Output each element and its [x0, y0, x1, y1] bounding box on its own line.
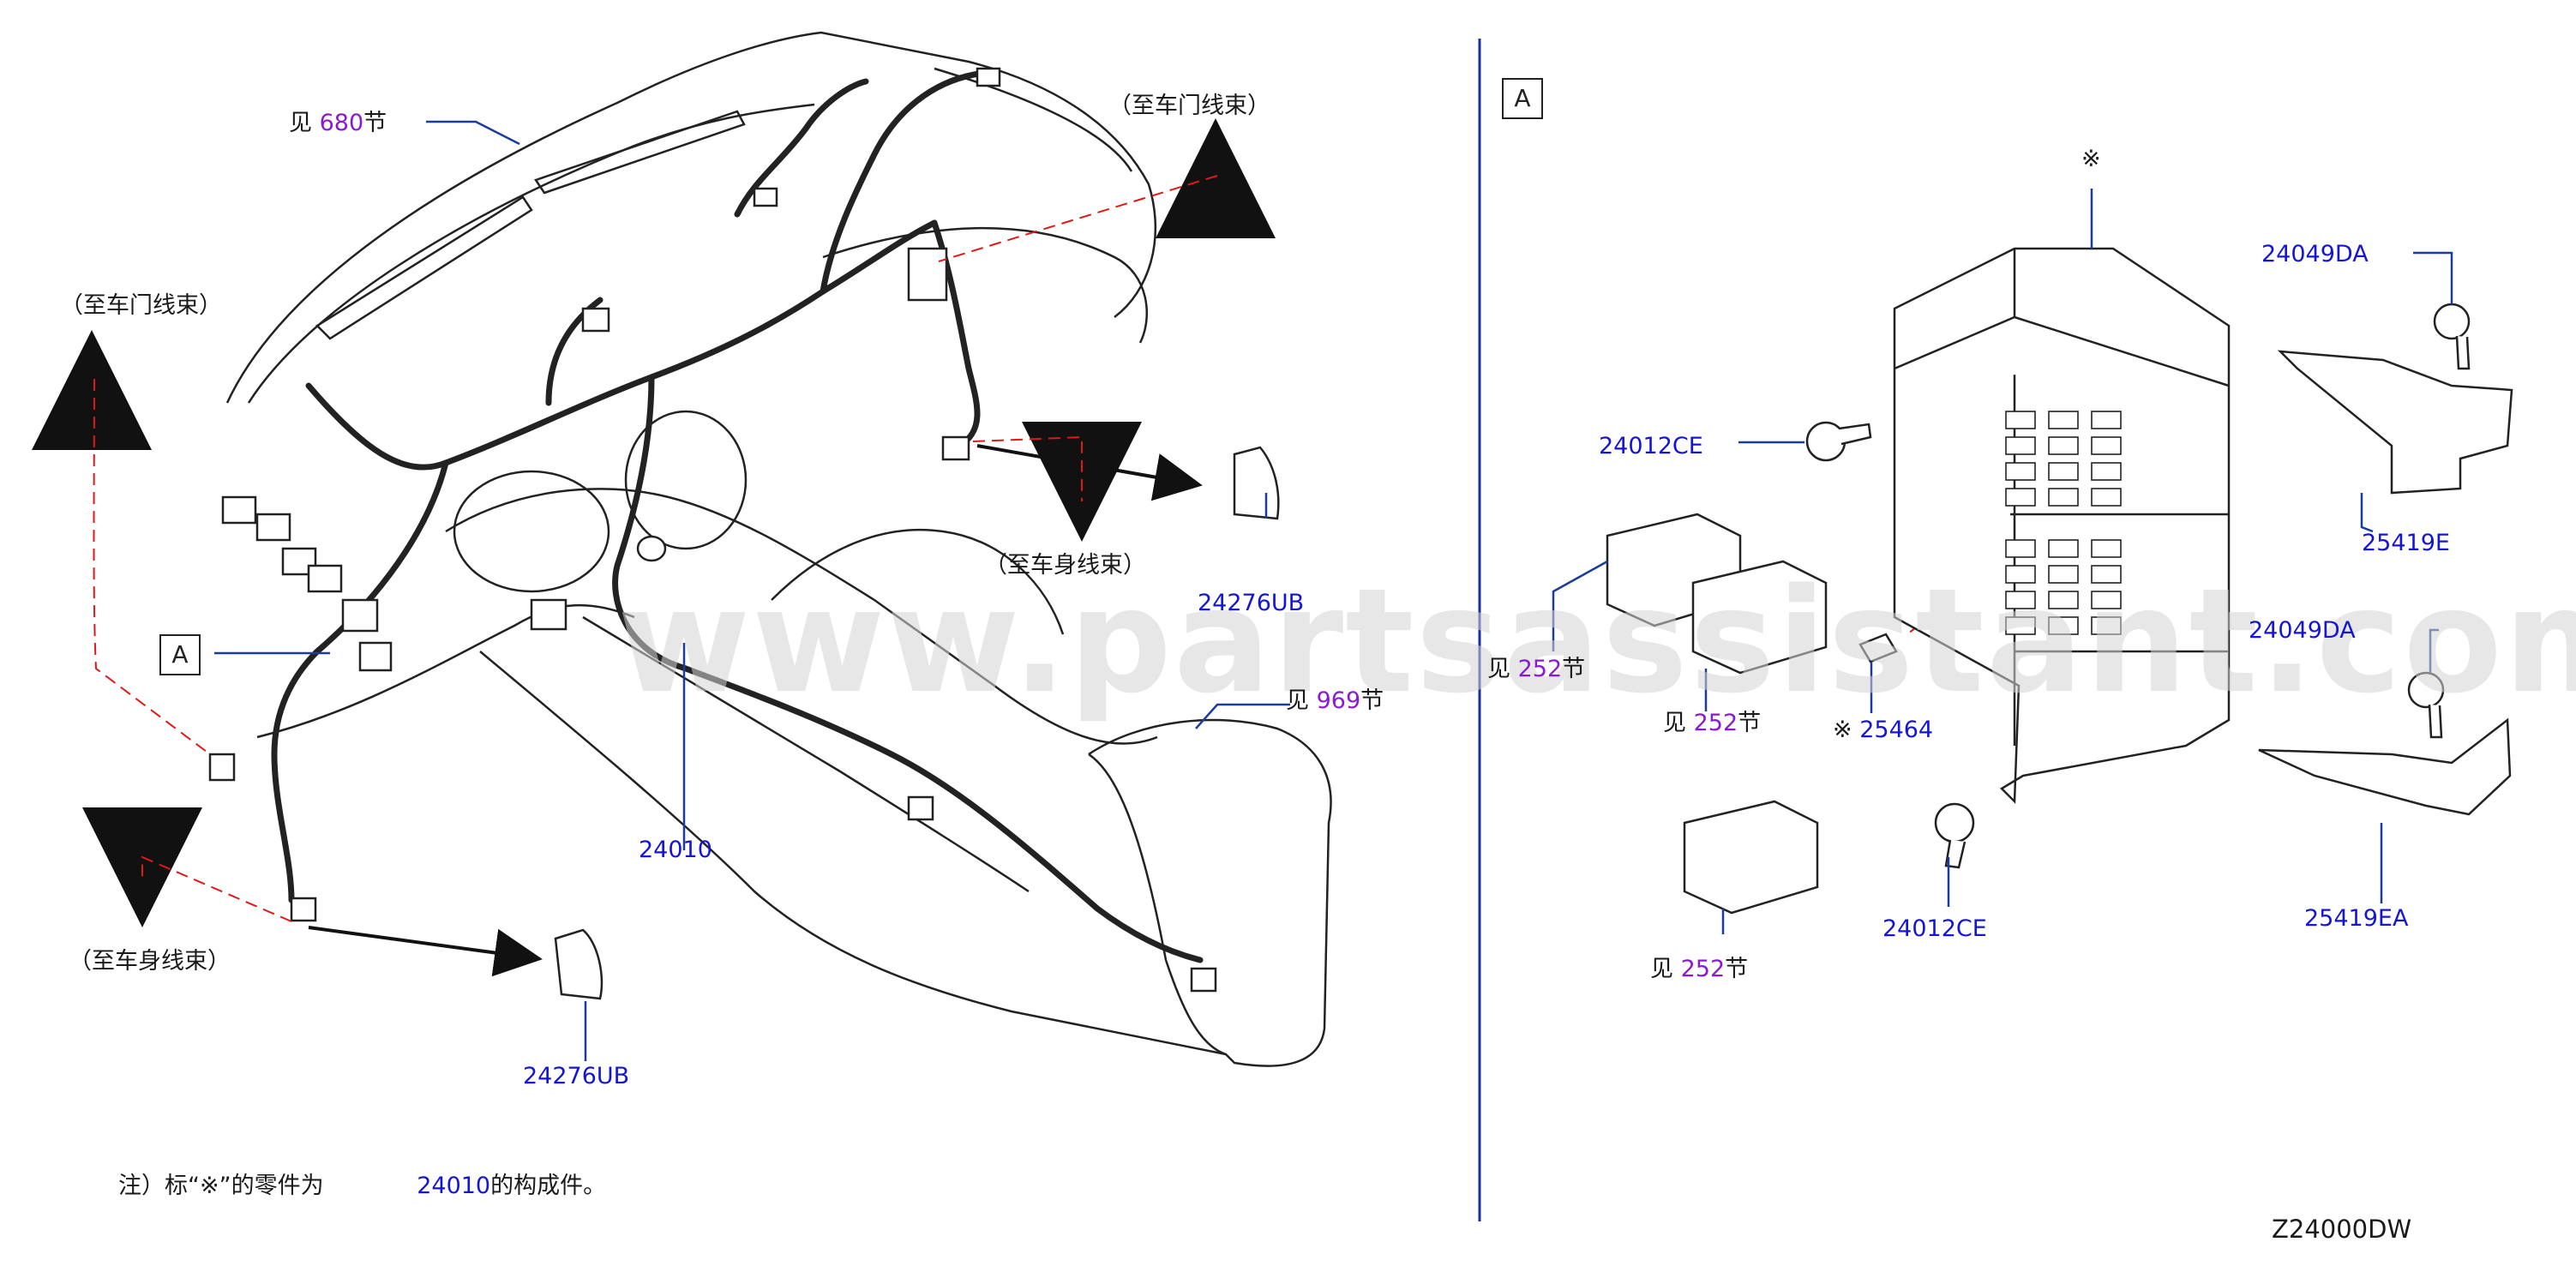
bracket-25419EA[interactable] [2258, 717, 2512, 816]
see-prefix: 见 [289, 110, 312, 136]
relays[interactable] [1606, 513, 1828, 915]
leader-lines-right [1552, 189, 2453, 934]
see-prefix: 见 [1487, 656, 1510, 682]
part-24276UB-right-label[interactable]: 24276UB [1198, 590, 1305, 616]
section-252-a-link[interactable]: 252 [1517, 656, 1563, 682]
section-680-link[interactable]: 680 [319, 110, 364, 136]
watermark: www.partsassistant.com [617, 557, 2576, 725]
note-part-24010-link[interactable]: 24010 [417, 1173, 491, 1199]
part-24276UB-right-shape[interactable] [1233, 446, 1280, 520]
asterisk-mark: ※ [1833, 717, 1852, 743]
see-section-252-c-label: 见 252节 [1650, 957, 1748, 981]
to-door-harness-right-label: （至车门线束） [1108, 93, 1270, 119]
fuse-block[interactable] [1893, 247, 2231, 804]
section-252-c-link[interactable]: 252 [1680, 956, 1726, 982]
note-middle: ”的零件为 [219, 1173, 324, 1199]
part-24010-label[interactable]: 24010 [639, 837, 712, 863]
section-suffix: 节 [1562, 656, 1586, 682]
part-25419E-label[interactable]: 25419E [2362, 530, 2450, 556]
part-24049DA-top-label[interactable]: 24049DA [2261, 241, 2369, 267]
bracket-25419E[interactable] [2277, 350, 2513, 495]
part-24012CE-bottom-label[interactable]: 24012CE [1882, 915, 1987, 942]
leader-lines-left [214, 120, 1290, 1061]
fuse-slots [2005, 411, 2122, 635]
section-252-b-link[interactable]: 252 [1693, 710, 1738, 736]
footer-note: 注）标“※”的零件为 24010的构成件。 [118, 1174, 606, 1197]
dashed-routes-left [93, 175, 1994, 922]
note-symbol: ※ [200, 1173, 219, 1199]
part-25464-fuse-shape[interactable] [1858, 633, 1898, 663]
see-section-252-b-label: 见 252节 [1663, 711, 1761, 735]
harness-connectors [208, 67, 1217, 993]
part-25464-label: ※ 25464 [1833, 718, 1933, 741]
screws[interactable] [1805, 303, 2471, 869]
part-24049DA-bottom-label[interactable]: 24049DA [2249, 617, 2356, 644]
to-body-harness-right-label: （至车身线束） [984, 552, 1146, 579]
part-24012CE-top-label[interactable]: 24012CE [1599, 433, 1703, 459]
left-arrows [31, 118, 1276, 977]
to-door-harness-left-label: （至车门线束） [60, 292, 222, 319]
to-body-harness-left-label: （至车身线束） [69, 948, 231, 975]
part-24276UB-left-shape[interactable] [554, 928, 603, 1000]
section-969-link[interactable]: 969 [1316, 687, 1361, 714]
note-prefix: 注）标“ [118, 1173, 200, 1199]
part-25464-link[interactable]: 25464 [1859, 717, 1934, 743]
see-section-680-label: 见 680节 [289, 111, 387, 135]
section-suffix: 节 [1725, 956, 1749, 982]
section-suffix: 节 [1360, 687, 1384, 714]
asterisk-mark-label: ※ [2081, 146, 2101, 172]
section-suffix: 节 [363, 110, 387, 136]
see-prefix: 见 [1650, 956, 1673, 982]
instrument-panel-drawing [225, 31, 1332, 1067]
diagram-code: Z24000DW [2272, 1215, 2412, 1244]
see-section-252-a-label: 见 252节 [1487, 657, 1585, 681]
see-prefix: 见 [1663, 710, 1686, 736]
see-prefix: 见 [1286, 687, 1309, 714]
note-suffix: 的构成件。 [490, 1173, 607, 1199]
section-label-A: A [1502, 78, 1543, 119]
callout-box-A[interactable]: A [159, 634, 201, 675]
section-suffix: 节 [1738, 710, 1762, 736]
part-25419EA-label[interactable]: 25419EA [2304, 905, 2409, 932]
see-section-969-label: 见 969节 [1286, 689, 1384, 712]
part-24276UB-left-label[interactable]: 24276UB [523, 1063, 630, 1089]
